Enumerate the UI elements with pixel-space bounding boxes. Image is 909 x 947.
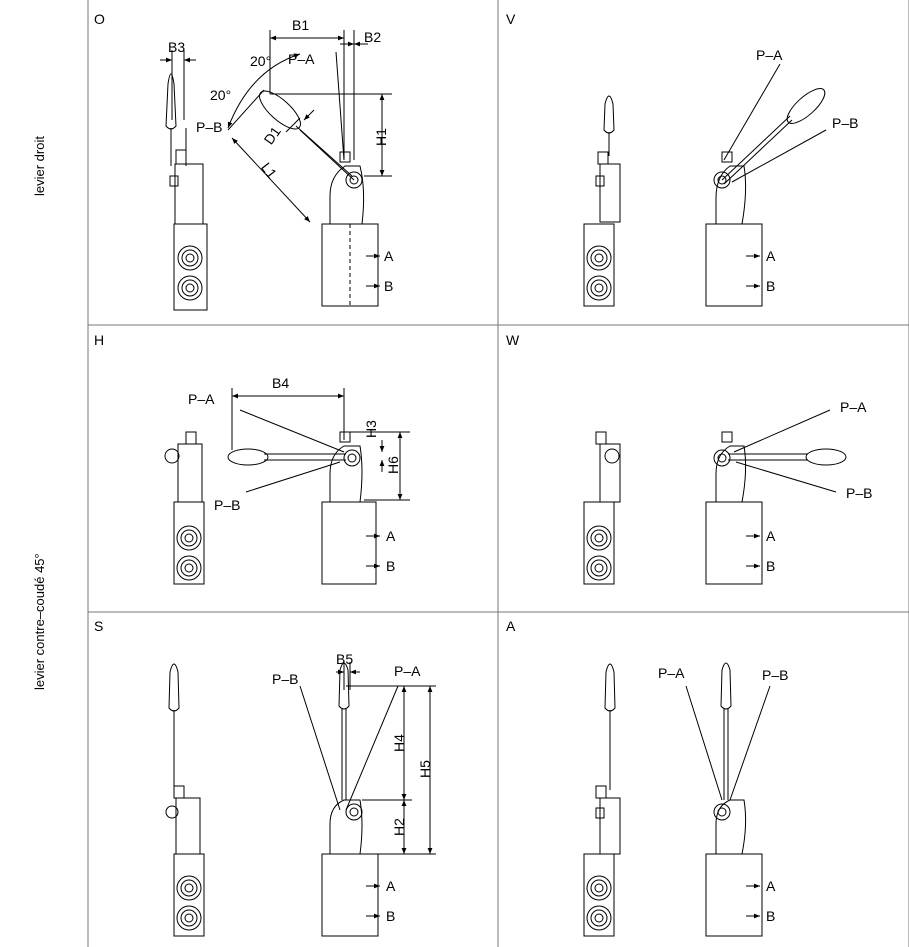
dim-H4: H4 <box>391 734 407 752</box>
dim-H3: H3 <box>363 420 379 438</box>
panel-label-W: W <box>506 332 520 348</box>
panel-label-S: S <box>94 618 103 634</box>
front-view-valve <box>705 63 827 307</box>
dim-B4: B4 <box>272 375 289 391</box>
position-P-B: P–B <box>762 667 788 683</box>
port-B: B <box>766 908 775 924</box>
front-view-valve <box>227 388 410 585</box>
position-P-B: P–B <box>832 115 858 131</box>
port-B: B <box>766 278 775 294</box>
panel-H-labels: B4 P–A P–B H3 H6 A B <box>188 375 401 574</box>
position-P-B: P–B <box>214 497 240 513</box>
position-P-A: P–A <box>288 51 315 67</box>
panel-A <box>583 662 771 937</box>
panel-S-labels: B5 P–B P–A H4 H5 H2 A B <box>272 651 433 924</box>
dim-D1: D1 <box>261 123 284 147</box>
side-view-valve <box>583 431 621 585</box>
port-A: A <box>386 528 396 544</box>
panel-grid <box>87 0 909 947</box>
panel-label-A: A <box>506 618 516 634</box>
position-P-B: P–B <box>196 119 222 135</box>
panel-W-labels: P–A P–B A B <box>766 399 872 574</box>
position-P-A: P–A <box>188 391 215 407</box>
panel-label-H: H <box>94 332 104 348</box>
dim-B5: B5 <box>336 651 353 667</box>
port-B: B <box>384 278 393 294</box>
dim-B1: B1 <box>292 17 309 33</box>
dim-H2: H2 <box>391 818 407 836</box>
position-P-B: P–B <box>272 671 298 687</box>
port-A: A <box>766 878 776 894</box>
front-view-valve <box>705 409 847 585</box>
panel-label-V: V <box>506 11 516 27</box>
position-P-A: P–A <box>394 663 421 679</box>
dim-B2: B2 <box>364 29 381 45</box>
port-B: B <box>386 558 395 574</box>
panel-O <box>160 30 392 311</box>
panel-V-labels: P–A P–B A B <box>756 47 858 294</box>
angle-20-upper: 20° <box>250 53 271 69</box>
panel-H <box>164 388 410 585</box>
side-view-valve <box>165 663 205 937</box>
position-P-A: P–A <box>840 399 867 415</box>
port-B: B <box>386 908 395 924</box>
position-P-A: P–A <box>658 665 685 681</box>
side-view-valve <box>583 95 621 307</box>
dim-H1: H1 <box>373 128 389 146</box>
dim-L1: L1 <box>258 159 280 181</box>
dim-H5: H5 <box>417 760 433 778</box>
side-view-valve <box>164 431 205 585</box>
front-view-valve <box>299 662 436 937</box>
panel-W <box>583 409 847 585</box>
port-A: A <box>384 248 394 264</box>
position-P-B: P–B <box>846 485 872 501</box>
position-P-A: P–A <box>756 47 783 63</box>
panel-O-labels: B1 B2 B3 20° 20° P–A P–B D1 L1 H1 A B <box>168 17 394 294</box>
panel-A-labels: P–A P–B A B <box>658 665 788 924</box>
side-view-valve <box>165 73 208 311</box>
dim-H6: H6 <box>385 456 401 474</box>
side-view-valve <box>583 663 621 937</box>
panel-S <box>165 662 436 937</box>
port-B: B <box>766 558 775 574</box>
panel-V <box>583 63 827 307</box>
panel-label-O: O <box>94 11 105 27</box>
port-A: A <box>766 528 776 544</box>
angle-20-lower: 20° <box>210 87 231 103</box>
front-view-valve <box>321 151 379 307</box>
front-view-valve <box>685 662 771 937</box>
port-A: A <box>766 248 776 264</box>
dim-B3: B3 <box>168 39 185 55</box>
port-A: A <box>386 878 396 894</box>
